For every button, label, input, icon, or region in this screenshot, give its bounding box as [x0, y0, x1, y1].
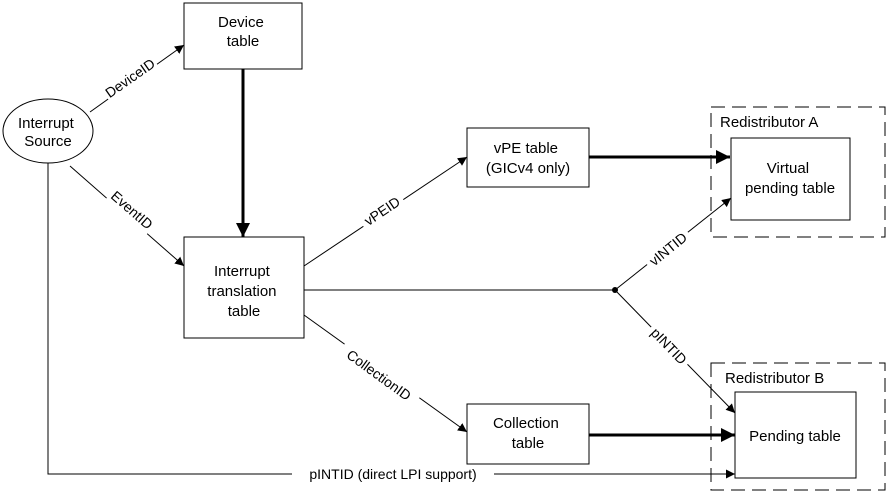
svg-text:Interrupt translation: Interrupt translation table — [207, 263, 280, 320]
svg-text:Pending table: Pending table — [749, 428, 841, 445]
device-table-line-2: table — [227, 33, 260, 50]
pending-table-line-1: Pending table — [749, 428, 841, 445]
collection-table-line-2: table — [512, 435, 545, 452]
device-table-node: Device table — [183, 2, 303, 70]
itt-line-3: table — [228, 303, 261, 320]
svg-text:vPE table (GICv4 only): vPE table (GICv4 only) — [486, 140, 570, 177]
label-collection-id: CollectionID — [344, 346, 414, 403]
virtual-pending-line-1: Virtual — [767, 160, 809, 177]
itt-node: Interrupt translation table — [183, 236, 305, 339]
vpe-table-line-1: vPE table — [494, 140, 558, 157]
svg-text:Interrupt Source: Interrupt Source — [18, 115, 78, 150]
label-event-id: EventID — [108, 188, 156, 233]
interrupt-source-line-2: Source — [24, 133, 72, 150]
label-pintid: pINTID — [648, 324, 690, 367]
redistributor-a-label: Redistributor A — [720, 114, 818, 131]
label-pintid-direct: pINTID (direct LPI support) — [309, 466, 476, 482]
edges — [47, 44, 736, 479]
redistributor-b-label: Redistributor B — [725, 370, 824, 387]
svg-text:Virtual pending table: Virtual pending table — [745, 160, 835, 197]
svg-text:Collection table: Collection table — [493, 415, 563, 452]
collection-table-line-1: Collection — [493, 415, 559, 432]
collection-table-node: Collection table — [466, 403, 590, 465]
edge-pintid-direct — [47, 162, 735, 479]
redistributor-b-group: Redistributor B — [710, 362, 886, 491]
label-device-id: DeviceID — [102, 55, 158, 101]
pending-table-node: Pending table — [734, 391, 857, 479]
vpe-table-node: vPE table (GICv4 only) — [466, 127, 590, 188]
virtual-pending-line-2: pending table — [745, 180, 835, 197]
itt-line-1: Interrupt — [214, 263, 271, 280]
virtual-pending-table-node: Virtual pending table — [730, 137, 851, 221]
interrupt-source-line-1: Interrupt — [18, 115, 75, 132]
svg-text:Device table: Device table — [218, 14, 268, 50]
itt-line-2: translation — [207, 283, 276, 300]
redistributor-a-group: Redistributor A — [710, 106, 886, 238]
junction-dot — [612, 287, 618, 293]
device-table-line-1: Device — [218, 14, 264, 31]
vpe-table-line-2: (GICv4 only) — [486, 160, 570, 177]
interrupt-source-node: Interrupt Source — [2, 98, 94, 164]
